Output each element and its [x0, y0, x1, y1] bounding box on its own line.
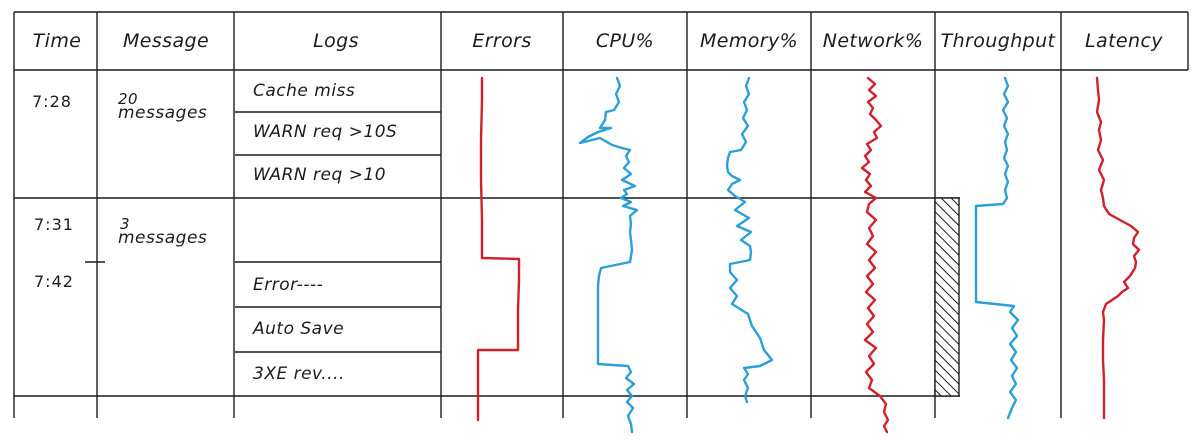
header-message: Message — [122, 30, 210, 52]
message-count: 20 — [118, 90, 139, 108]
header-logs: Logs — [313, 30, 359, 52]
log-entry: WARN req >10 — [253, 165, 387, 185]
errors-trace — [476, 76, 521, 422]
header-memory: Memory% — [699, 30, 799, 52]
latency-trace — [1095, 76, 1141, 420]
message-count: 3 — [120, 215, 131, 233]
log-entry: WARN req >10S — [253, 122, 398, 142]
header-cpu: CPU% — [595, 30, 655, 52]
throughput-trace — [974, 76, 1020, 420]
header-network: Network% — [822, 30, 924, 52]
header-latency: Latency — [1085, 30, 1163, 52]
message-label: messages — [118, 228, 208, 248]
network-trace — [860, 76, 890, 434]
log-entry: 3XE rev.... — [253, 364, 345, 384]
message-label: messages — [118, 103, 208, 123]
memory-trace — [725, 76, 774, 404]
row-time: 7:28 — [32, 92, 72, 111]
cpu-trace — [578, 76, 639, 434]
header-time: Time — [32, 30, 82, 52]
header-throughput: Throughput — [940, 30, 1056, 52]
header-errors: Errors — [472, 30, 532, 52]
hatched-block — [934, 197, 960, 397]
row-time: 7:31 — [34, 215, 74, 234]
log-entry: Error---- — [253, 275, 324, 295]
log-entry: Cache miss — [253, 81, 356, 101]
row-time-secondary: 7:42 — [34, 272, 74, 291]
log-entry: Auto Save — [253, 319, 345, 339]
